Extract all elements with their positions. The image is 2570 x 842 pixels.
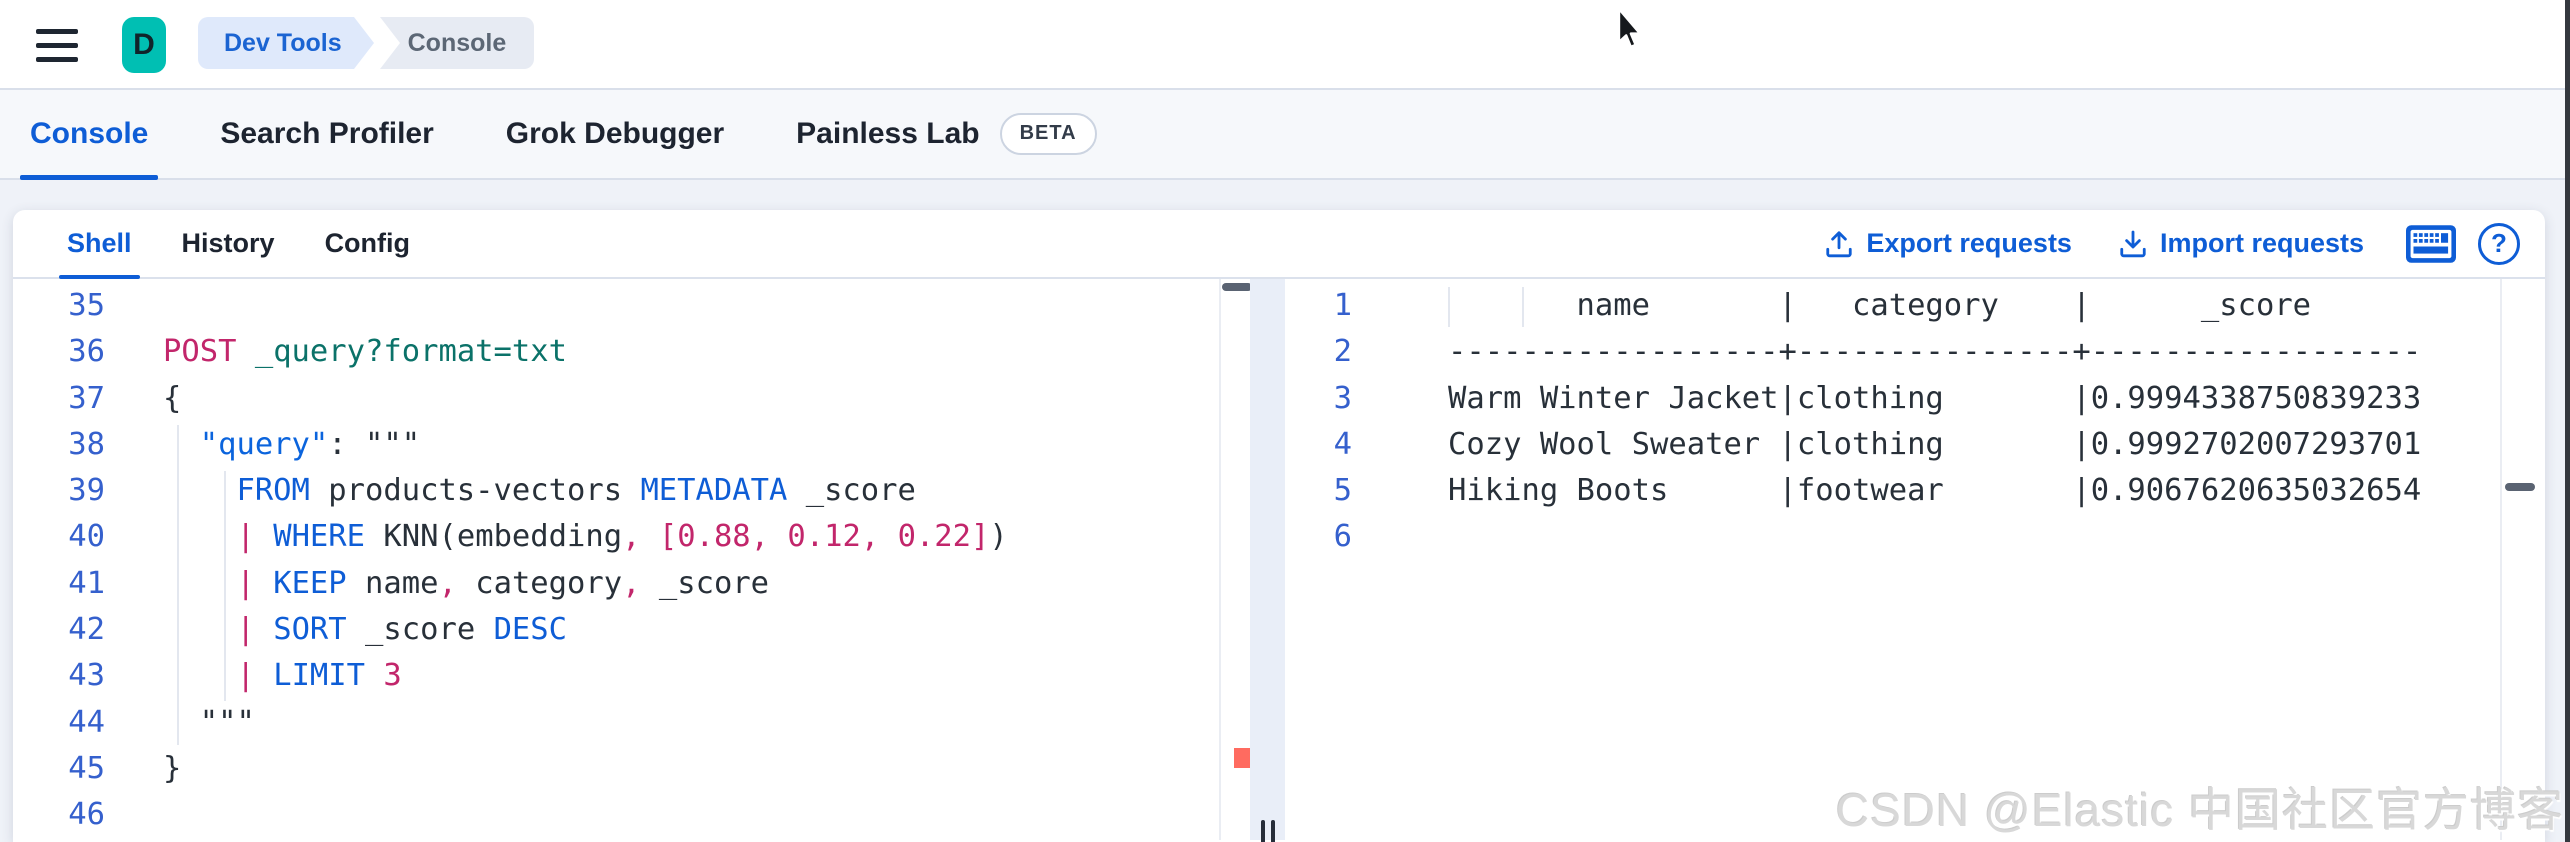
top-nav-bar: D Dev Tools Console <box>0 0 2570 90</box>
tab-config[interactable]: Config <box>324 228 411 258</box>
import-requests-button[interactable]: Import requests <box>2118 228 2364 259</box>
scrollbar-track <box>2500 279 2502 840</box>
output-line[interactable]: 2------------------+---------------+----… <box>1285 329 2545 375</box>
output-line[interactable]: 6 <box>1285 514 2545 560</box>
line-number: 6 <box>1333 519 1352 555</box>
code-line[interactable]: 41 | KEEP name, category, _score <box>13 561 1250 607</box>
resize-handle-icon[interactable] <box>1260 820 1275 842</box>
output-editor[interactable]: 1 name | category | _score 2------------… <box>1285 279 2545 840</box>
tab-console-label: Console <box>30 117 149 150</box>
code-line[interactable]: 43 | LIMIT 3 <box>13 653 1250 699</box>
dev-tools-tab-bar: Console Search Profiler Grok Debugger Pa… <box>0 90 2570 180</box>
code-line[interactable]: 45} <box>13 746 1250 792</box>
output-line[interactable]: 1 name | category | _score <box>1285 283 2545 329</box>
breadcrumb-dev-tools[interactable]: Dev Tools <box>198 17 374 69</box>
line-number: 42 <box>68 612 105 648</box>
indent-guide <box>1448 287 1450 327</box>
line-number: 3 <box>1333 380 1352 416</box>
import-requests-label: Import requests <box>2159 228 2364 258</box>
download-icon <box>2120 230 2146 257</box>
breadcrumb-console: Console <box>379 17 535 69</box>
line-number: 44 <box>68 704 105 740</box>
code-line[interactable]: 40 | WHERE KNN(embedding, [0.88, 0.12, 0… <box>13 514 1250 560</box>
output-editor-lines[interactable]: 1 name | category | _score 2------------… <box>1285 279 2545 561</box>
code-line[interactable]: 42 | SORT _score DESC <box>13 607 1250 653</box>
menu-icon[interactable] <box>36 29 78 62</box>
line-number: 43 <box>68 658 105 694</box>
tab-shell[interactable]: Shell <box>59 210 140 279</box>
line-number: 40 <box>68 519 105 555</box>
keyboard-icon <box>2406 224 2456 263</box>
code-line[interactable]: 38 "query": """ <box>13 422 1250 468</box>
breadcrumb: Dev Tools Console <box>198 17 535 69</box>
line-number: 2 <box>1333 334 1352 370</box>
code-line[interactable]: 37{ <box>13 376 1250 422</box>
tab-history[interactable]: History <box>181 228 275 258</box>
page-body: Shell History Config Export requests <box>0 180 2570 842</box>
output-scrollbar-thumb[interactable] <box>2505 483 2535 491</box>
panel-resizer[interactable] <box>1250 279 1285 842</box>
upload-icon <box>1826 230 1853 257</box>
line-number: 4 <box>1333 426 1352 462</box>
line-number: 5 <box>1333 473 1352 509</box>
screen-edge <box>2565 0 2570 842</box>
app-badge-dev-tools[interactable]: D <box>122 17 166 73</box>
tab-grok-debugger[interactable]: Grok Debugger <box>506 90 724 178</box>
request-scrollbar-thumb[interactable] <box>1222 283 1250 291</box>
code-line[interactable]: 46 <box>13 792 1250 838</box>
beta-badge: BETA <box>999 113 1097 155</box>
line-number: 45 <box>68 750 105 786</box>
line-number: 46 <box>68 797 105 833</box>
tab-painless-lab-label: Painless Lab <box>796 117 980 150</box>
scrollbar-track <box>1219 279 1221 840</box>
tab-painless-lab[interactable]: Painless Lab BETA <box>796 90 1097 178</box>
console-header: Shell History Config Export requests <box>13 210 2545 279</box>
code-line[interactable]: 44 """ <box>13 700 1250 746</box>
tab-console[interactable]: Console <box>19 90 159 180</box>
tab-grok-debugger-label: Grok Debugger <box>505 117 725 150</box>
tab-search-profiler[interactable]: Search Profiler <box>220 90 433 178</box>
error-marker <box>1234 748 1250 768</box>
tab-search-profiler-label: Search Profiler <box>220 117 434 150</box>
code-line[interactable]: 39 FROM products-vectors METADATA _score <box>13 468 1250 514</box>
help-icon: ? <box>2478 222 2520 265</box>
line-number: 38 <box>68 426 105 462</box>
keyboard-shortcuts-button[interactable] <box>2406 224 2456 263</box>
indent-guide <box>224 471 226 701</box>
indent-guide <box>177 425 179 745</box>
export-requests-label: Export requests <box>1866 228 2072 258</box>
code-line[interactable]: 35 <box>13 283 1250 329</box>
line-number: 1 <box>1333 288 1352 323</box>
help-button[interactable]: ? <box>2478 222 2520 265</box>
console-panel: Shell History Config Export requests <box>13 210 2545 842</box>
line-number: 41 <box>68 565 105 601</box>
line-number: 36 <box>68 334 105 370</box>
line-number: 39 <box>68 473 105 509</box>
export-requests-button[interactable]: Export requests <box>1824 228 2072 259</box>
indent-guide <box>1522 287 1524 327</box>
line-number: 35 <box>68 288 105 323</box>
line-number: 37 <box>68 380 105 416</box>
